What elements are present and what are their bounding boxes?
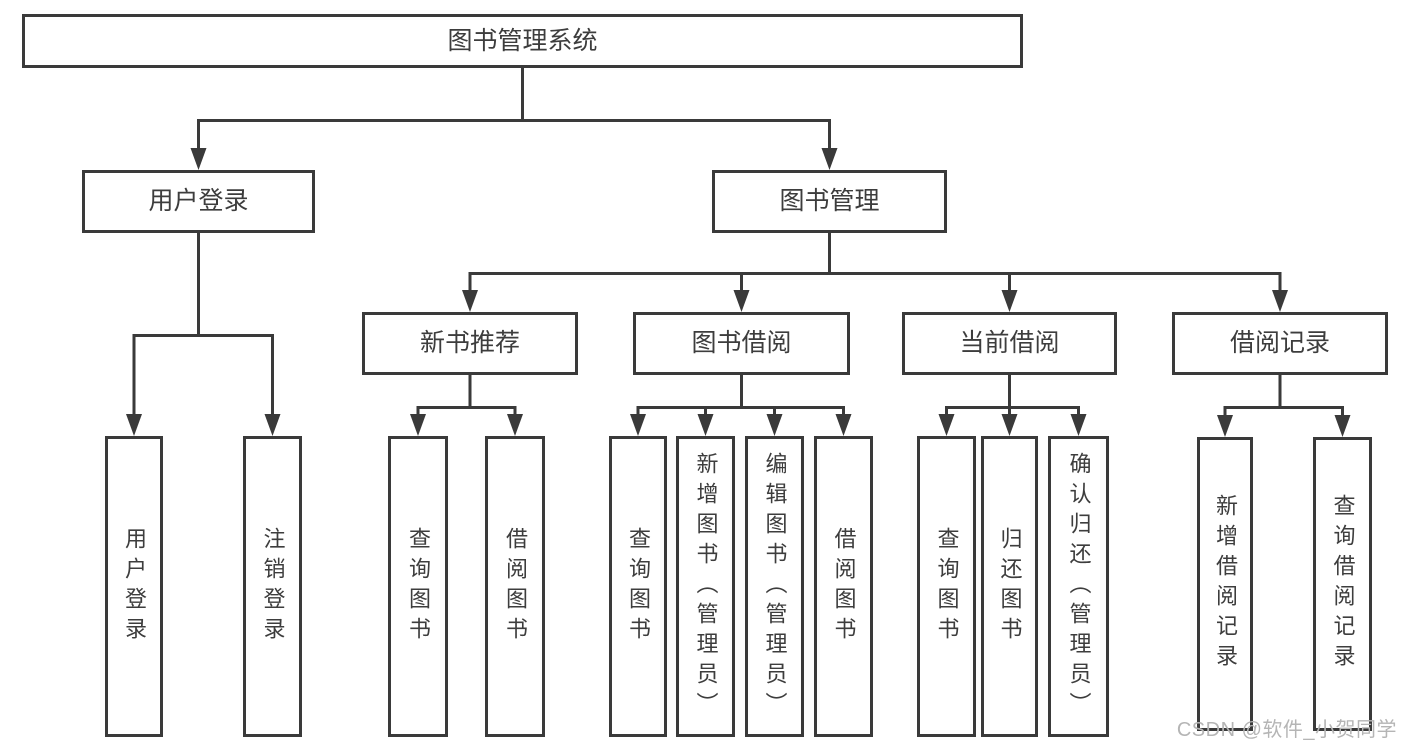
node-label: 新书推荐 (419, 329, 520, 357)
leaf-current-confirm-return-admin: 确认归还（管理员） (1048, 436, 1109, 737)
leaf-borrow-edit-books-admin: 编辑图书（管理员） (745, 436, 804, 737)
node-label: 新增图书（管理员） (693, 451, 719, 722)
node-book-management: 图书管理 (712, 170, 947, 233)
leaf-current-return-books: 归还图书 (981, 436, 1038, 737)
node-user-login: 用户登录 (82, 170, 315, 233)
node-label: 用户登录 (148, 187, 249, 215)
connector-newbooks-to-leaves (410, 375, 523, 436)
node-book-borrowing: 图书借阅 (633, 312, 850, 375)
leaf-borrow-query-books: 查询图书 (609, 436, 667, 737)
leaf-current-query-books: 查询图书 (917, 436, 976, 737)
node-label: 编辑图书（管理员） (762, 451, 788, 722)
node-label: 查询图书 (934, 526, 960, 647)
node-label: 确认归还（管理员） (1066, 451, 1092, 722)
leaf-logout: 注销登录 (243, 436, 302, 737)
node-label: 当前借阅 (959, 329, 1060, 357)
node-label: 查询图书 (406, 526, 431, 647)
node-label: 用户登录 (122, 526, 147, 647)
node-library-system: 图书管理系统 (22, 14, 1023, 68)
node-label: 图书管理系统 (447, 26, 598, 55)
node-current-borrowing: 当前借阅 (902, 312, 1117, 375)
leaf-records-add-record: 新增借阅记录 (1197, 437, 1253, 731)
node-label: 注销登录 (260, 526, 286, 647)
node-label: 借阅记录 (1229, 329, 1330, 357)
leaf-user-login: 用户登录 (105, 436, 163, 737)
leaf-records-query-record: 查询借阅记录 (1313, 437, 1372, 731)
connector-records-to-leaves (1217, 375, 1351, 437)
node-new-book-recommend: 新书推荐 (362, 312, 578, 375)
leaf-borrow-add-books-admin: 新增图书（管理员） (676, 436, 735, 737)
node-label: 借阅图书 (503, 526, 528, 647)
csdn-watermark: CSDN @软件_小贺同学 (1176, 719, 1397, 741)
connector-login-to-leaves (126, 233, 281, 436)
node-label: 借阅图书 (831, 526, 857, 647)
leaf-newbooks-borrow-books: 借阅图书 (485, 436, 545, 737)
node-borrow-records: 借阅记录 (1172, 312, 1388, 375)
connector-current-to-leaves (938, 375, 1087, 436)
leaf-borrow-borrow-books: 借阅图书 (814, 436, 873, 737)
node-label: 查询借阅记录 (1330, 494, 1356, 674)
node-label: 归还图书 (997, 526, 1023, 647)
leaf-newbooks-query-books: 查询图书 (388, 436, 448, 737)
connector-borrow-to-leaves (630, 375, 852, 436)
node-label: 图书管理 (779, 187, 880, 215)
node-label: 查询图书 (626, 526, 651, 647)
connector-mgmt-to-level3 (462, 233, 1288, 312)
connector-root-to-level2 (190, 68, 838, 170)
node-label: 新增借阅记录 (1213, 494, 1238, 674)
node-label: 图书借阅 (691, 329, 792, 357)
